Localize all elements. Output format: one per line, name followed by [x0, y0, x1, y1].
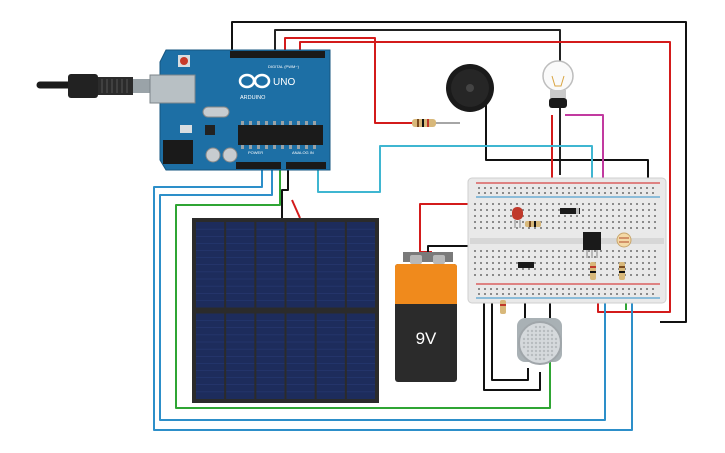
arduino-logo-icon: [238, 73, 271, 89]
led-resistor[interactable]: [525, 221, 541, 227]
capacitor-1: [205, 147, 221, 163]
wire-red-right[interactable]: [299, 41, 671, 313]
arduino-logo-text: ARDUINO: [240, 95, 266, 101]
resistor-vertical-2[interactable]: [619, 262, 625, 280]
diode[interactable]: [560, 208, 580, 214]
arduino-uno-board[interactable]: ARDUINO UNO DIGITAL (PWM~) POWER ANALOG …: [149, 49, 331, 171]
capacitor-2: [222, 147, 238, 163]
gas-sensor[interactable]: [517, 318, 562, 365]
wire-black-sensor1[interactable]: [483, 300, 541, 391]
wire-cyan-analog[interactable]: [317, 145, 593, 275]
wire-blue-inner[interactable]: [159, 168, 606, 421]
solar-cells: [196, 222, 375, 399]
usb-cable: [36, 74, 153, 98]
atmega-chip: [238, 125, 323, 145]
solar-panel[interactable]: [192, 218, 379, 403]
battery-terminal-negative: [433, 255, 445, 264]
buzzer-resistor[interactable]: [412, 119, 436, 127]
piezo-buzzer[interactable]: [446, 64, 494, 112]
breadboard-ic[interactable]: [518, 262, 534, 268]
wire-black-top[interactable]: [231, 21, 687, 323]
battery-terminal-positive: [410, 255, 422, 264]
resistor-vertical-1[interactable]: [590, 262, 596, 280]
battery-voltage-label: 9V: [416, 329, 437, 348]
crystal: [202, 106, 230, 118]
red-led[interactable]: [512, 207, 523, 228]
wire-green-outer[interactable]: [175, 168, 551, 409]
wire-black-solar[interactable]: [281, 168, 289, 218]
photoresistor[interactable]: [616, 232, 632, 248]
resistor-gas-sensor[interactable]: [500, 300, 506, 314]
transistor[interactable]: [583, 232, 601, 258]
arduino-model-label: UNO: [273, 77, 295, 88]
analog-pin-header[interactable]: [286, 162, 326, 169]
breadboard[interactable]: [467, 177, 667, 304]
digital-header-label: DIGITAL (PWM~): [268, 64, 300, 69]
analog-header-label: ANALOG IN: [292, 150, 314, 155]
usb-port: [149, 74, 196, 104]
power-jack: [163, 140, 193, 164]
wire-red-solar[interactable]: [291, 199, 301, 219]
digital-pin-header[interactable]: [230, 51, 325, 58]
battery-9v[interactable]: 9V: [395, 252, 457, 382]
gas-sensor-mesh: [522, 325, 558, 361]
power-pin-header[interactable]: [236, 162, 281, 169]
power-header-label: POWER: [248, 150, 263, 155]
wire-blue-outer[interactable]: [153, 168, 633, 431]
wire-black-battery[interactable]: [427, 245, 470, 252]
wire-red-buzzer[interactable]: [284, 37, 412, 124]
light-bulb[interactable]: [542, 60, 574, 108]
wire-black-sensor2[interactable]: [491, 300, 529, 381]
